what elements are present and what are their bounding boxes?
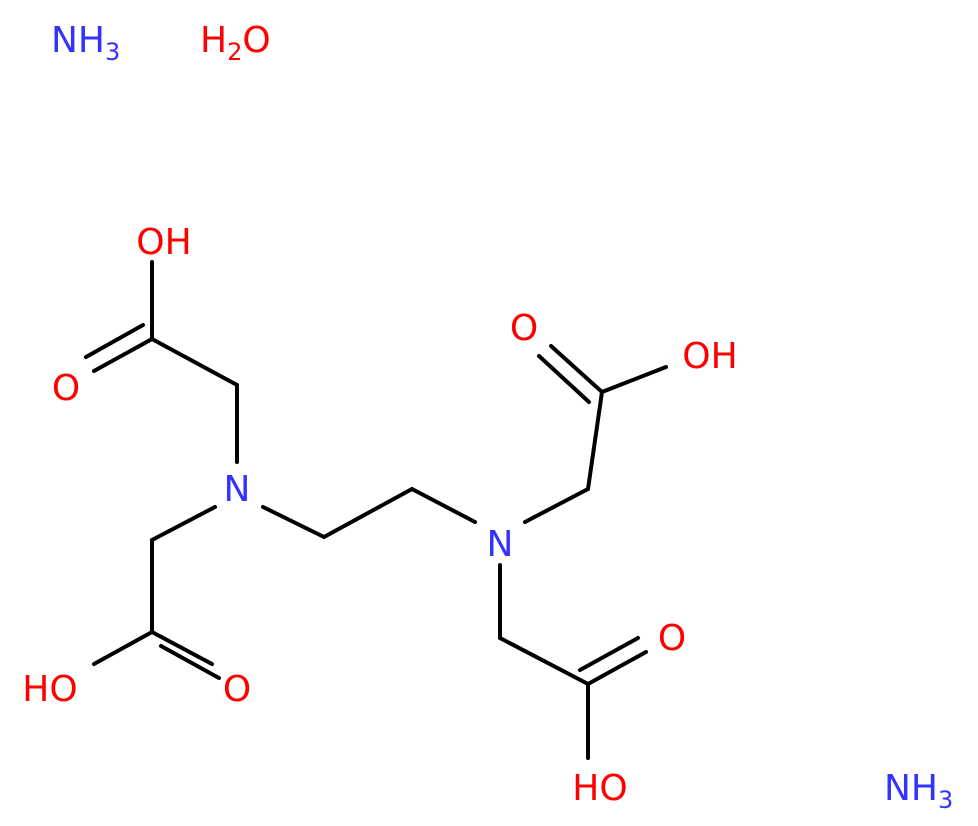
bond-n2-ch2-upper — [523, 487, 590, 524]
bond-c-o-double-b-upper-right — [537, 354, 591, 404]
bond-ch2-cooh-upper — [150, 337, 239, 387]
carbonyl-oxygen-lower-right: O — [658, 618, 686, 659]
carbonyl-oxygen-upper-left: O — [52, 368, 80, 409]
bond-n1-ch2-lower — [150, 505, 217, 542]
bond-c-oh-lower-left — [92, 630, 154, 666]
bond-c-o-double-a-upper-right — [549, 344, 604, 394]
bond-ch2-cooh-upper-right — [586, 390, 604, 491]
water-label: H2O — [200, 20, 271, 66]
hydroxyl-lower-right: HO — [572, 768, 627, 809]
bond-c-o-double-a-lower-right — [586, 650, 648, 686]
hydroxyl-upper-left: OH — [136, 222, 191, 263]
bond-n1-c — [261, 505, 326, 539]
bond-c-oh-upper-right — [600, 365, 668, 394]
bond-c-o-double-b-lower-left — [159, 644, 221, 680]
bond-c-o-double-a-upper-left — [92, 337, 154, 373]
hydroxyl-upper-right: OH — [682, 336, 737, 377]
bond-c-o-double-b-lower-right — [578, 636, 640, 672]
carbonyl-oxygen-lower-left: O — [223, 669, 251, 710]
ammonia-label-top-left: NH3 — [51, 20, 120, 66]
bond-c-c — [322, 487, 414, 539]
bond-c-n2 — [410, 487, 477, 524]
bond-c-o-double-a-lower-left — [150, 630, 214, 666]
nitrogen-atom-right: N — [487, 524, 514, 565]
carbonyl-oxygen-upper-right: O — [510, 308, 538, 349]
bond-ch2-cooh-lower-right — [498, 636, 590, 686]
bonds — [84, 260, 668, 760]
ammonia-label-bottom-right: NH3 — [884, 768, 953, 814]
nitrogen-atom-left: N — [224, 469, 251, 510]
hydroxyl-lower-left: HO — [22, 669, 77, 710]
bond-c-o-double-b-upper-left — [84, 323, 145, 359]
